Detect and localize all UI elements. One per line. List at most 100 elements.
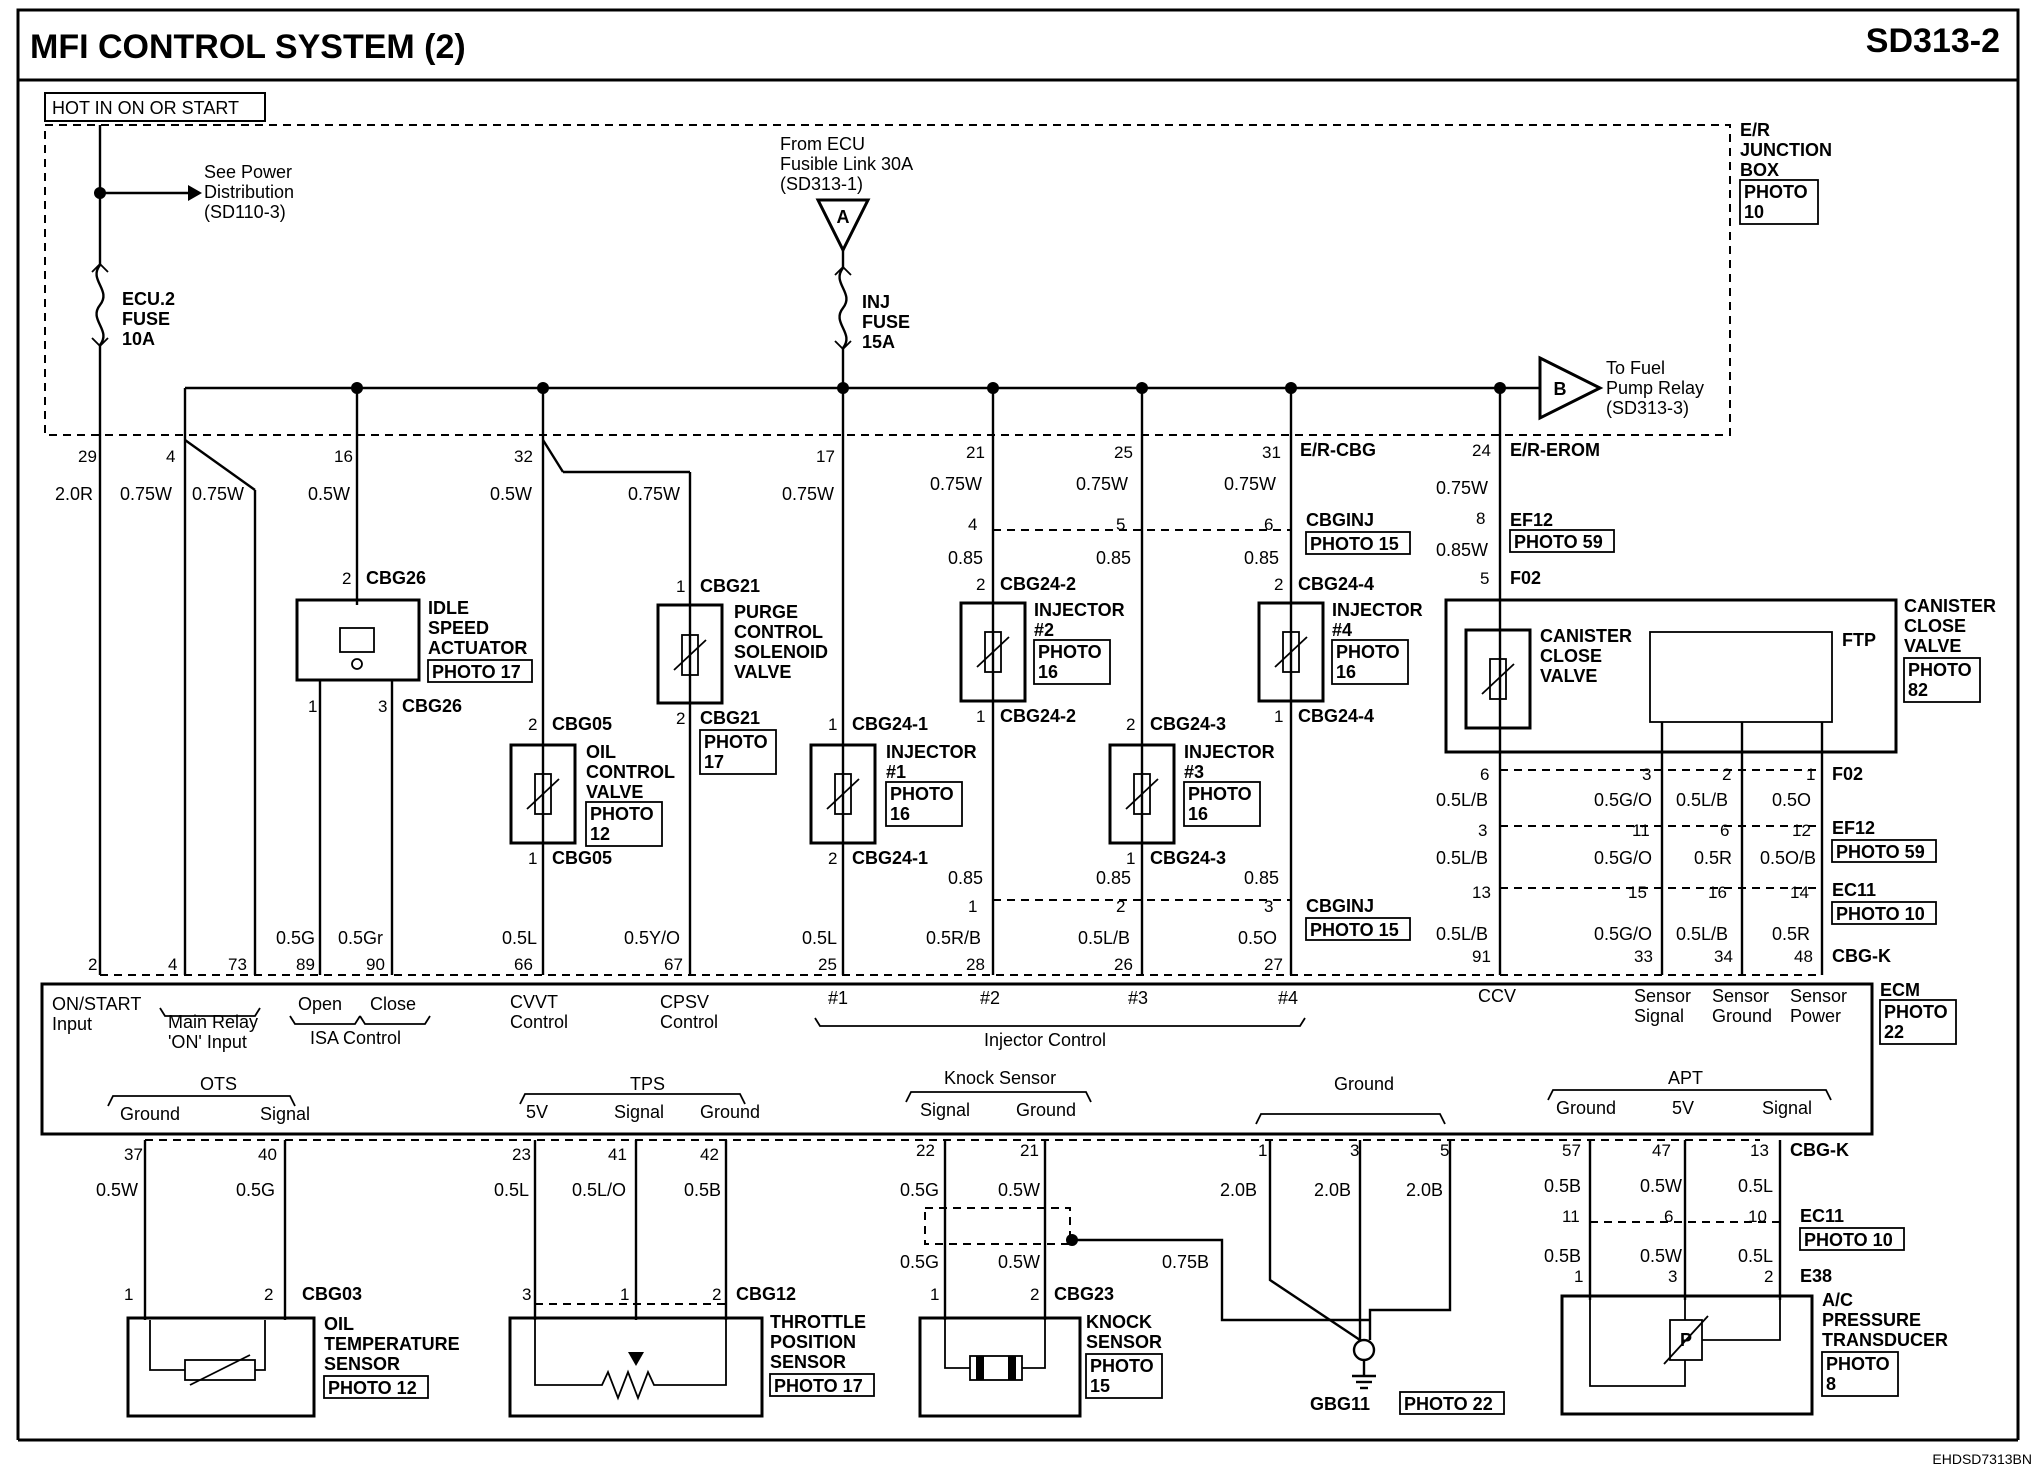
svg-text:0.5G/O: 0.5G/O [1594, 790, 1652, 810]
connector-b-marker [1538, 355, 1604, 421]
svg-text:ECM: ECM [1880, 980, 1920, 1000]
injector-2 [959, 601, 1027, 703]
svg-text:57: 57 [1562, 1141, 1581, 1160]
svg-text:ON/START: ON/START [52, 994, 141, 1014]
svg-text:ISA Control: ISA Control [310, 1028, 401, 1048]
tps-label: THROTTLE POSITION SENSOR PHOTO 17 [769, 1312, 875, 1397]
svg-text:4: 4 [968, 515, 977, 534]
svg-text:15: 15 [1090, 1376, 1110, 1396]
svg-text:2: 2 [1274, 575, 1283, 594]
svg-text:PHOTO 15: PHOTO 15 [1310, 534, 1399, 554]
svg-text:PHOTO: PHOTO [1908, 660, 1972, 680]
ecm-bottom-pins: 37 40 23 41 42 22 21 1 3 5 57 47 13 CBG-… [124, 1140, 1849, 1164]
svg-text:0.5W: 0.5W [96, 1180, 138, 1200]
svg-text:0.5L/B: 0.5L/B [1676, 790, 1728, 810]
svg-text:4: 4 [166, 447, 175, 466]
svg-text:A/C: A/C [1822, 1290, 1853, 1310]
svg-text:CBG03: CBG03 [302, 1284, 362, 1304]
svg-text:PHOTO 17: PHOTO 17 [432, 662, 521, 682]
svg-text:0.5G: 0.5G [900, 1180, 939, 1200]
svg-text:Knock Sensor: Knock Sensor [944, 1068, 1056, 1088]
ecm-top-wires: 0.5G 0.5Gr 0.5L 0.5Y/O 0.5L 0.5R/B 0.5L/… [276, 928, 1277, 948]
svg-text:CANISTER: CANISTER [1540, 626, 1632, 646]
ef12-top: 8 EF12 PHOTO 59 0.85W 5 F02 [1436, 509, 1615, 588]
title-bar [16, 8, 2020, 82]
svg-text:2.0B: 2.0B [1406, 1180, 1443, 1200]
svg-text:#3: #3 [1128, 988, 1148, 1008]
svg-text:2: 2 [712, 1285, 721, 1304]
svg-text:TEMPERATURE: TEMPERATURE [324, 1334, 460, 1354]
svg-text:CBG24-1: CBG24-1 [852, 848, 928, 868]
svg-text:CONTROL: CONTROL [734, 622, 823, 642]
svg-text:(SD313-3): (SD313-3) [1606, 398, 1689, 418]
svg-text:Sensor: Sensor [1634, 986, 1691, 1006]
svg-text:3: 3 [1350, 1141, 1359, 1160]
svg-text:32: 32 [514, 447, 533, 466]
svg-text:OIL: OIL [324, 1314, 354, 1334]
svg-text:0.75W: 0.75W [192, 484, 244, 504]
svg-text:CLOSE: CLOSE [1540, 646, 1602, 666]
svg-text:34: 34 [1714, 947, 1733, 966]
svg-text:16: 16 [1038, 662, 1058, 682]
pressure-sensor-icon: P [1589, 1300, 1781, 1387]
fuse-icon [833, 265, 853, 351]
svg-text:PHOTO 59: PHOTO 59 [1836, 842, 1925, 862]
cbginj-bottom: 0.85 0.85 0.85 1 2 3 CBGINJ PHOTO 15 [948, 868, 1411, 941]
solenoid-icon [1481, 658, 1515, 700]
fuse-icon [90, 262, 110, 348]
svg-text:Control: Control [510, 1012, 568, 1032]
svg-text:CBG24-4: CBG24-4 [1298, 706, 1374, 726]
svg-text:23: 23 [512, 1145, 531, 1164]
svg-text:91: 91 [1472, 947, 1491, 966]
svg-text:3: 3 [522, 1285, 531, 1304]
svg-text:E38: E38 [1800, 1266, 1832, 1286]
svg-text:#1: #1 [886, 762, 906, 782]
purge-control-solenoid-valve [656, 603, 724, 705]
injector-1 [809, 743, 877, 845]
svg-text:A: A [837, 207, 850, 227]
svg-text:37: 37 [124, 1145, 143, 1164]
svg-text:Sensor: Sensor [1790, 986, 1847, 1006]
svg-text:TPS: TPS [630, 1074, 665, 1094]
svg-text:0.5R: 0.5R [1694, 848, 1732, 868]
svg-text:VALVE: VALVE [1904, 636, 1961, 656]
svg-text:Ground: Ground [1016, 1100, 1076, 1120]
power-distribution-ref: See Power Distribution (SD110-3) [204, 162, 294, 222]
canister-outer-label: CANISTER CLOSE VALVE PHOTO 82 [1903, 596, 1996, 703]
svg-text:PURGE: PURGE [734, 602, 798, 622]
svg-text:16: 16 [1188, 804, 1208, 824]
injector-icon [826, 773, 860, 815]
svg-text:To Fuel: To Fuel [1606, 358, 1665, 378]
top-connector-pins: 29 4 16 32 17 21 25 31 24 E/R-CBG E/R-ER… [78, 440, 1600, 466]
canister-pins: 6 3 2 1 F02 0.5L/B 0.5G/O 0.5L/B 0.5O 3 … [1436, 764, 1937, 944]
svg-text:Fusible Link 30A: Fusible Link 30A [780, 154, 913, 174]
canister-close-valve-assembly [1444, 598, 1898, 754]
svg-text:ACTUATOR: ACTUATOR [428, 638, 527, 658]
svg-text:2: 2 [976, 575, 985, 594]
svg-text:Signal: Signal [614, 1102, 664, 1122]
svg-text:SPEED: SPEED [428, 618, 489, 638]
svg-text:CBG24-2: CBG24-2 [1000, 706, 1076, 726]
svg-text:0.5L: 0.5L [802, 928, 837, 948]
canister-inner-label: CANISTER CLOSE VALVE [1540, 626, 1632, 686]
page-code: SD313-2 [1866, 22, 2000, 60]
svg-text:CBG-K: CBG-K [1832, 946, 1891, 966]
svg-text:2: 2 [264, 1285, 273, 1304]
svg-text:1: 1 [1258, 1141, 1267, 1160]
injector-1-label: INJECTOR #1 PHOTO 16 [885, 742, 977, 827]
svg-text:CONTROL: CONTROL [586, 762, 675, 782]
svg-text:2: 2 [828, 849, 837, 868]
svg-text:0.5B: 0.5B [1544, 1176, 1581, 1196]
injector-3-label: INJECTOR #3 PHOTO 16 [1183, 742, 1275, 827]
svg-text:0.5R/B: 0.5R/B [926, 928, 981, 948]
svg-text:33: 33 [1634, 947, 1653, 966]
svg-text:Injector Control: Injector Control [984, 1030, 1106, 1050]
svg-text:Input: Input [52, 1014, 92, 1034]
svg-text:89: 89 [296, 955, 315, 974]
svg-text:PHOTO: PHOTO [1090, 1356, 1154, 1376]
svg-text:0.75W: 0.75W [120, 484, 172, 504]
svg-text:CBG24-2: CBG24-2 [1000, 574, 1076, 594]
svg-text:1: 1 [1574, 1267, 1583, 1286]
svg-text:CBG23: CBG23 [1054, 1284, 1114, 1304]
